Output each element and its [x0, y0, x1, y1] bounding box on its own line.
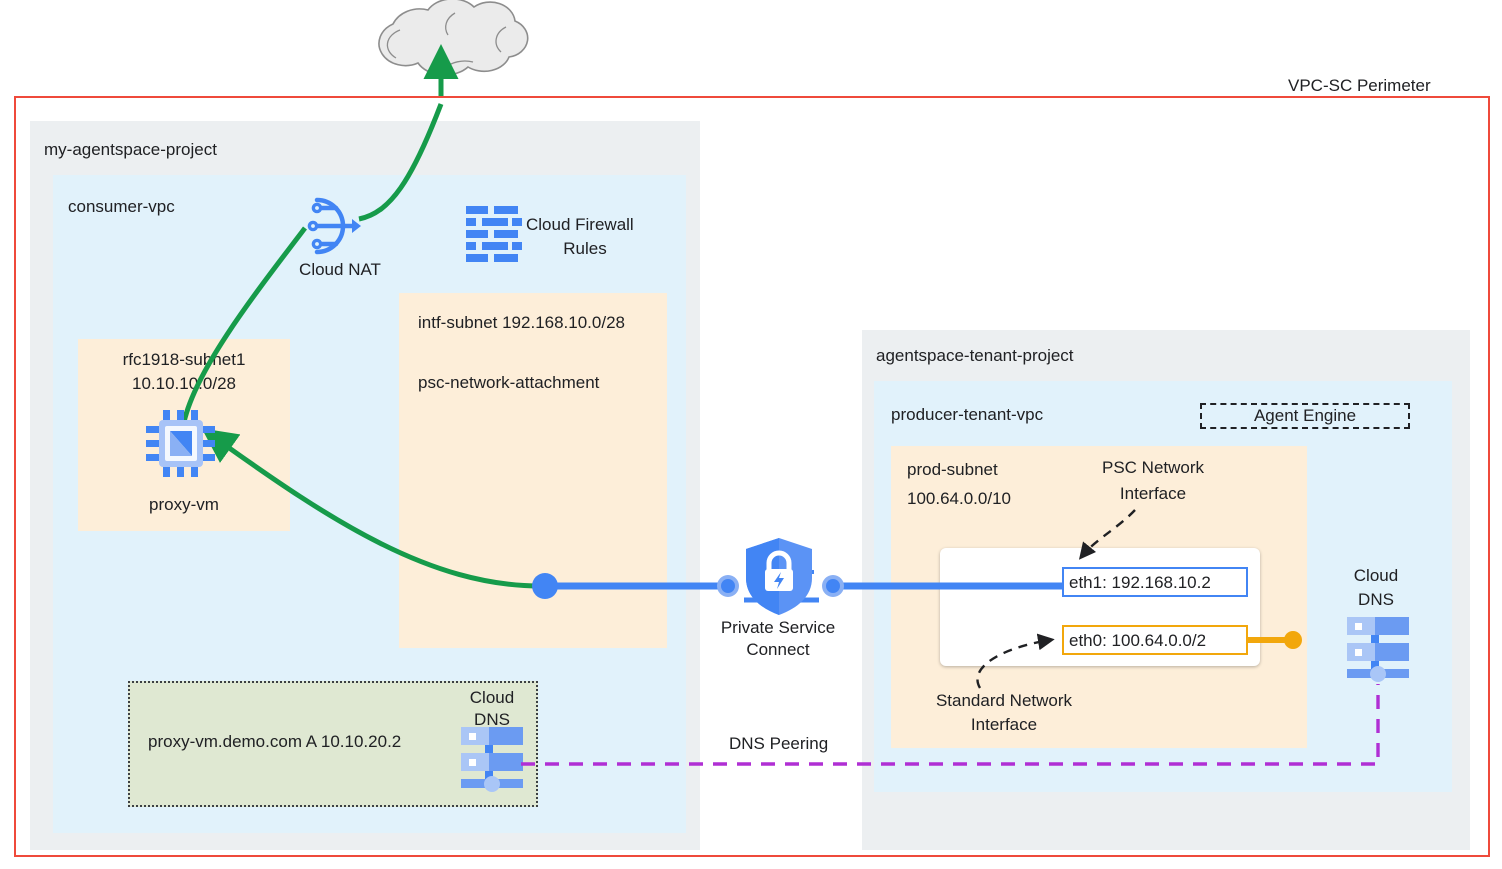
subnet-box-intf-subnet	[399, 293, 667, 648]
cloud-firewall-label-line2: Rules	[563, 239, 607, 258]
subnet-label-rfc1918-subnet1: rfc1918-subnet1	[122, 350, 246, 369]
vpc-label-producer-tenant-vpc: producer-tenant-vpc	[891, 405, 1044, 424]
internet-label: Internet	[403, 32, 468, 53]
project-label-my-agentspace-project: my-agentspace-project	[44, 140, 217, 159]
subnet-label-prod-subnet: prod-subnet	[907, 460, 998, 479]
vm-label-proxy-vm: proxy-vm	[149, 495, 219, 514]
subnet-cidr-prod-subnet: 100.64.0.0/10	[907, 489, 1011, 508]
cloud-dns-left-title-line2: DNS	[474, 710, 510, 729]
annotation-psc-nic-line1: PSC Network	[1101, 458, 1205, 477]
subnet-cidr-rfc1918-subnet1: 10.10.10.0/28	[132, 374, 236, 393]
agent-engine-label: Agent Engine	[1249, 406, 1361, 426]
agent-engine-box: Agent Engine	[1200, 403, 1410, 429]
cloud-dns-right-title-line1: Cloud	[1353, 566, 1399, 585]
vpc-sc-perimeter-box	[14, 96, 1490, 857]
vpc-label-consumer-vpc: consumer-vpc	[68, 197, 175, 216]
annotation-std-nic-line2: Interface	[970, 715, 1038, 734]
dns-peering-label: DNS Peering	[729, 734, 829, 753]
project-label-agentspace-tenant-project: agentspace-tenant-project	[876, 346, 1074, 365]
cloud-nat-label: Cloud NAT	[299, 260, 381, 279]
annotation-psc-nic-line2: Interface	[1119, 484, 1187, 503]
cloud-firewall-label-line1: Cloud Firewall	[526, 215, 634, 234]
subnet-label-intf-subnet: intf-subnet 192.168.10.0/28	[418, 313, 625, 332]
psc-label-line2: Connect	[746, 640, 810, 659]
cloud-dns-right-title-line2: DNS	[1358, 590, 1394, 609]
cloud-dns-left-title-line1: Cloud	[469, 688, 515, 707]
network-interface-eth0: eth0: 100.64.0.0/2	[1062, 625, 1248, 655]
annotation-std-nic-line1: Standard Network	[935, 691, 1073, 710]
label-psc-network-attachment: psc-network-attachment	[418, 373, 600, 392]
network-interface-eth1: eth1: 192.168.10.2	[1062, 567, 1248, 597]
vpc-sc-perimeter-label: VPC-SC Perimeter	[1288, 76, 1431, 95]
cloud-dns-record-text: proxy-vm.demo.com A 10.10.20.2	[148, 732, 402, 751]
psc-label-line1: Private Service	[720, 618, 836, 637]
